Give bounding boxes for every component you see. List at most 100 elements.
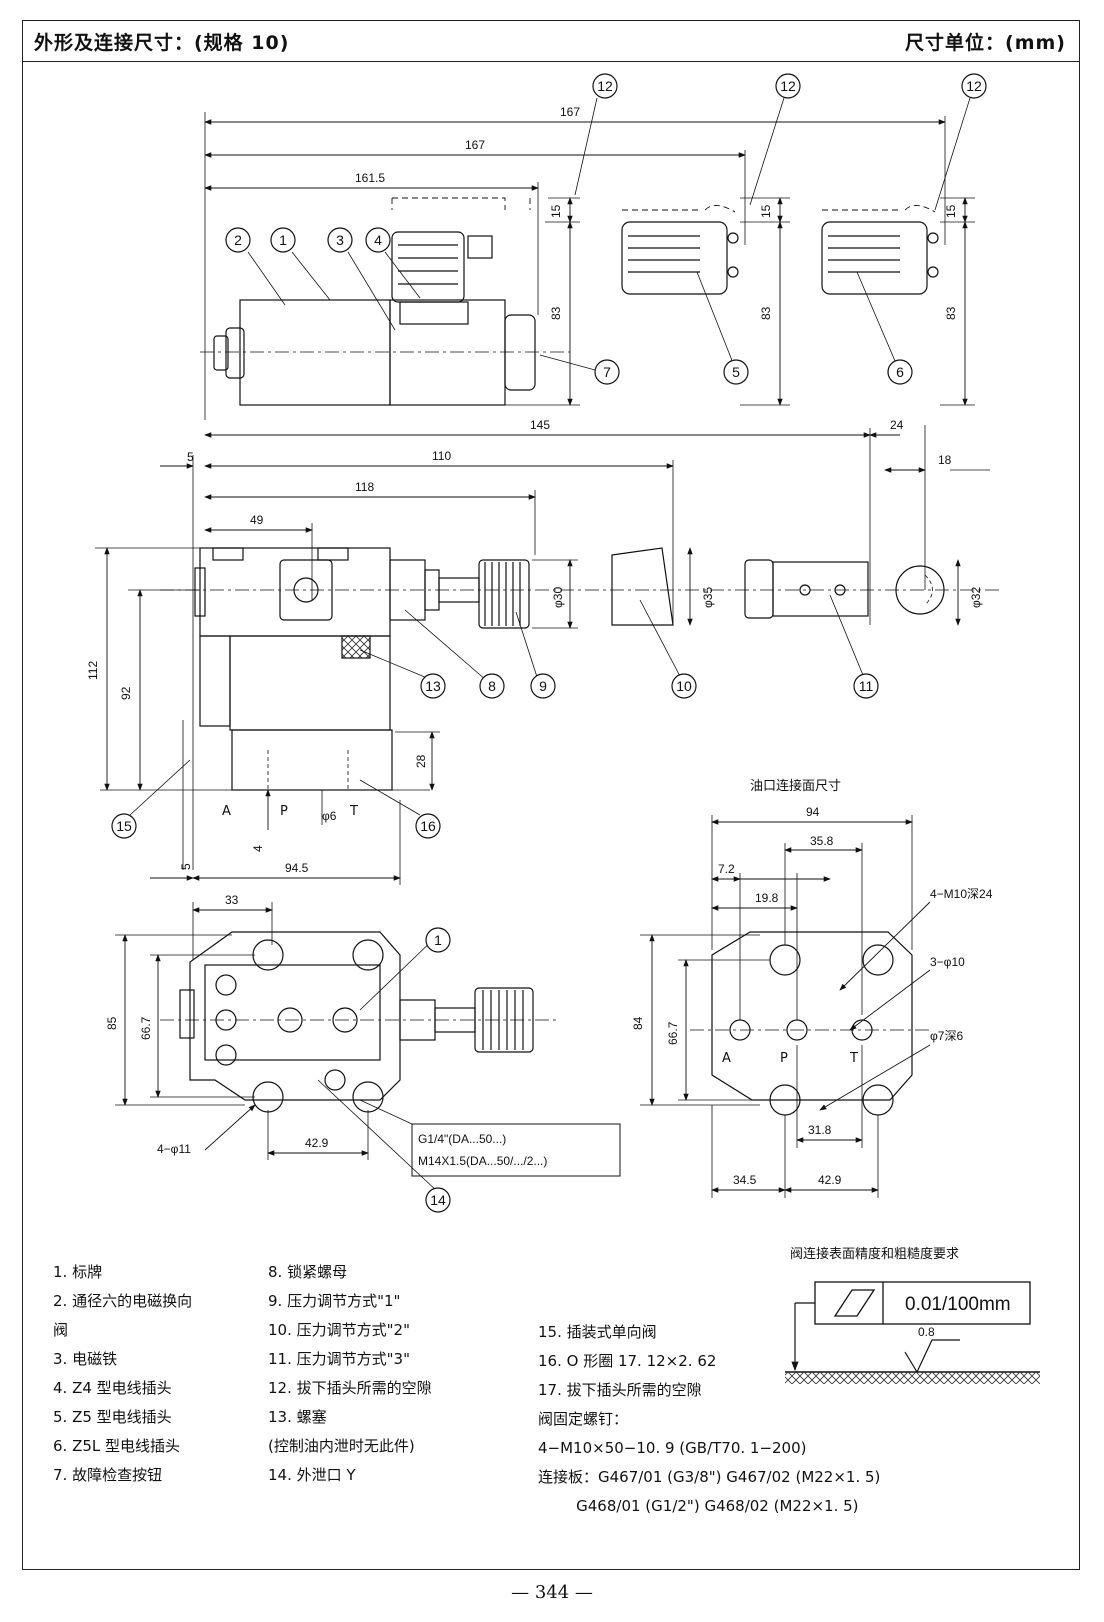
callout-12a: 12: [592, 73, 618, 99]
callout-10: 10: [671, 673, 697, 699]
legend-item: (控制油内泄时无此件): [268, 1437, 415, 1455]
page-title: 外形及连接尺寸：(规格 10): [34, 32, 290, 54]
svg-text:4: 4: [374, 232, 382, 248]
port-p-side: P: [280, 804, 288, 819]
dim-7-2: 7.2: [718, 862, 735, 876]
svg-text:1: 1: [279, 232, 287, 248]
dim-92: 92: [119, 686, 133, 700]
dimension-labels: 167 167 161.5 15 15 15 83 83 83 145 24 5…: [86, 105, 1011, 1339]
legend-item: 8. 锁紧螺母: [268, 1263, 348, 1281]
svg-text:1: 1: [434, 932, 442, 948]
callout-7: 7: [594, 359, 620, 385]
dim-15-a: 15: [549, 204, 563, 218]
port-a-side: A: [222, 804, 231, 819]
dim-phi35: φ35: [701, 587, 715, 608]
flatness-value: 0.01/100mm: [905, 1294, 1011, 1315]
dim-15-c: 15: [944, 204, 958, 218]
dim-31-8: 31.8: [808, 1123, 832, 1137]
dim-110: 110: [432, 449, 451, 463]
dim-phi6: φ6: [322, 809, 337, 823]
port-p-face: P: [780, 1051, 788, 1066]
dim-35-8: 35.8: [810, 834, 834, 848]
legend-item: 2. 通径六的电磁换向: [53, 1292, 193, 1310]
dim-28: 28: [414, 754, 428, 768]
svg-text:16: 16: [420, 818, 436, 834]
svg-text:12: 12: [597, 78, 613, 94]
legend-item: 4−M10×50−10. 9 (GB/T70. 1−200): [538, 1439, 807, 1457]
holes-note: 4−φ11: [157, 1142, 191, 1156]
callout-2: 2: [225, 227, 251, 253]
svg-text:11: 11: [859, 678, 874, 694]
svg-text:14: 14: [430, 1192, 446, 1208]
legend-item: 阀固定螺钉：: [538, 1410, 629, 1428]
legend-item: 3. 电磁铁: [53, 1350, 118, 1368]
callout-1-bottom: 1: [425, 927, 451, 953]
unit-label: 尺寸单位：(mm): [905, 32, 1066, 54]
svg-text:7: 7: [603, 364, 611, 380]
legend-item: 阀: [53, 1321, 69, 1339]
callout-15: 15: [111, 813, 137, 839]
page-number: — 344 —: [511, 1582, 593, 1603]
dim-phi32: φ32: [969, 587, 983, 608]
svg-text:12: 12: [966, 78, 982, 94]
dim-42-9-left: 42.9: [305, 1136, 329, 1150]
legend-column-3: 15. 插装式单向阀 16. O 形圈 17. 12×2. 62 17. 拔下插…: [538, 1318, 880, 1521]
svg-text:12: 12: [780, 78, 796, 94]
legend-column-1: 1. 标牌 2. 通径六的电磁换向 阀 3. 电磁铁 4. Z4 型电线插头 5…: [53, 1258, 192, 1490]
dim-145: 145: [530, 418, 550, 432]
svg-text:13: 13: [425, 678, 441, 694]
legend-column-2: 8. 锁紧螺母 9. 压力调节方式"1" 10. 压力调节方式"2" 11. 压…: [268, 1258, 432, 1490]
dim-18: 18: [938, 453, 952, 467]
dim-84: 84: [631, 1016, 645, 1030]
callout-16: 16: [415, 813, 441, 839]
legend-item: 10. 压力调节方式"2": [268, 1321, 410, 1339]
callout-9: 9: [530, 673, 556, 699]
legend-item: 17. 拔下插头所需的空隙: [538, 1381, 702, 1399]
svg-text:3: 3: [336, 232, 344, 248]
dim-5-bottom: 5: [179, 863, 193, 870]
dim-83-c: 83: [944, 306, 958, 320]
legend-item: 1. 标牌: [53, 1263, 103, 1281]
note-m10: 4−M10深24: [930, 887, 993, 901]
svg-text:10: 10: [676, 678, 692, 694]
legend-item: 15. 插装式单向阀: [538, 1323, 657, 1341]
port-a-face: A: [722, 1051, 731, 1066]
svg-text:2: 2: [234, 232, 242, 248]
note-phi7: φ7深6: [930, 1029, 963, 1043]
thread-note-1: G1/4"(DA...50...): [418, 1132, 506, 1146]
legend-item: 9. 压力调节方式"1": [268, 1292, 401, 1310]
legend-item: 4. Z4 型电线插头: [53, 1379, 172, 1397]
legend-item: 连接板：G467/01 (G3/8") G467/02 (M22×1. 5): [538, 1468, 881, 1486]
callout-12b: 12: [775, 73, 801, 99]
page-header: 外形及连接尺寸：(规格 10) 尺寸单位：(mm): [22, 20, 1080, 62]
dim-83-b: 83: [759, 306, 773, 320]
roughness-value: 0.8: [918, 1325, 935, 1339]
port-t-side: T: [349, 804, 358, 819]
thread-note-2: M14X1.5(DA...50/.../2...): [418, 1154, 547, 1168]
legend-item: G468/01 (G1/2") G468/02 (M22×1. 5): [538, 1497, 859, 1515]
legend-item: 11. 压力调节方式"3": [268, 1350, 410, 1368]
svg-text:9: 9: [539, 678, 547, 694]
svg-text:6: 6: [896, 364, 904, 380]
legend-item: 16. O 形圈 17. 12×2. 62: [538, 1352, 717, 1370]
callout-6: 6: [887, 359, 913, 385]
callout-3: 3: [327, 227, 353, 253]
svg-text:8: 8: [488, 678, 496, 694]
dim-66-7-right: 66.7: [666, 1021, 680, 1045]
dim-34-5: 34.5: [733, 1173, 757, 1187]
dim-15-b: 15: [759, 204, 773, 218]
legend-item: 13. 螺塞: [268, 1408, 327, 1426]
dim-19-8: 19.8: [755, 891, 779, 905]
callout-14: 14: [425, 1187, 451, 1213]
callout-8: 8: [479, 673, 505, 699]
dim-phi30: φ30: [551, 587, 565, 608]
note-phi10: 3−φ10: [930, 955, 965, 969]
dim-83-a: 83: [549, 306, 563, 320]
dim-94-5: 94.5: [285, 861, 309, 875]
legend-item: 14. 外泄口 Y: [268, 1466, 356, 1484]
dim-49: 49: [250, 513, 264, 527]
dim-42-9-right: 42.9: [818, 1173, 842, 1187]
port-t-face: T: [849, 1051, 858, 1066]
dim-5-top: 5: [187, 450, 194, 464]
